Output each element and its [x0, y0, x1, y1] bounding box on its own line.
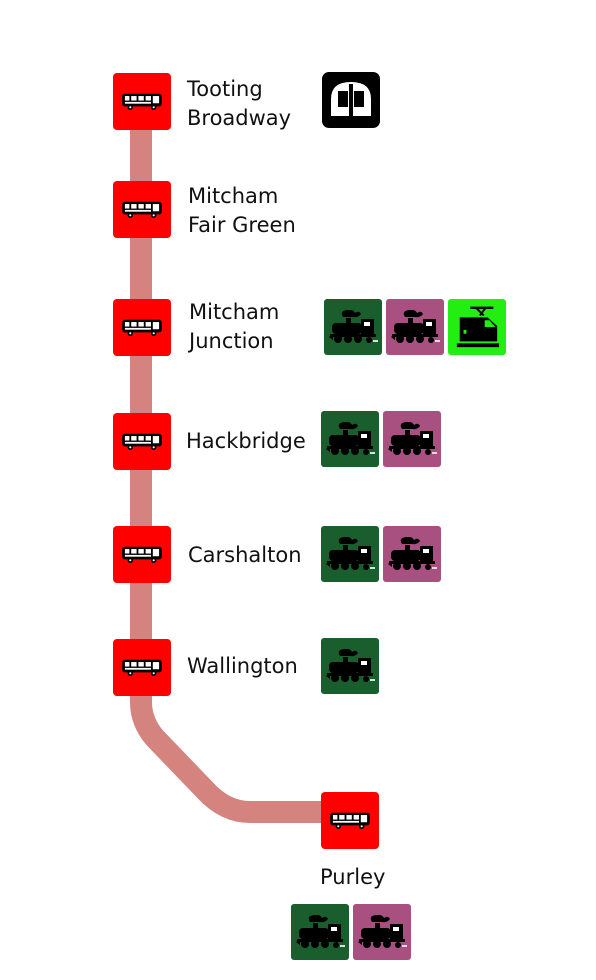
station-name-line1: Tooting: [187, 77, 263, 101]
national-rail-southern-icon: [321, 638, 379, 694]
bus-stop-marker-wallington[interactable]: [113, 639, 171, 696]
bus-stop-marker-carshalton[interactable]: [113, 526, 171, 583]
bus-stop-marker-purley[interactable]: [321, 792, 379, 849]
station-name-line2: Fair Green: [188, 213, 296, 237]
national-rail-southern-icon: [324, 299, 382, 355]
station-name-line1: Carshalton: [188, 543, 302, 567]
national-rail-southern-icon: [321, 411, 379, 467]
bus-stop-marker-mitcham-fair-green[interactable]: [113, 181, 171, 238]
station-label-carshalton: Carshalton: [188, 541, 302, 570]
national-rail-thameslink-icon: [386, 299, 444, 355]
national-rail-thameslink-icon: [383, 411, 441, 467]
bus-stop-marker-tooting-broadway[interactable]: [113, 73, 171, 130]
national-rail-thameslink-icon: [383, 526, 441, 582]
station-label-hackbridge: Hackbridge: [186, 427, 306, 456]
tube-door-gap: [349, 84, 353, 116]
underground-icon: [322, 72, 380, 128]
station-label-purley: Purley: [320, 863, 385, 892]
tube-window-right: [354, 91, 364, 107]
station-label-wallington: Wallington: [187, 652, 298, 681]
national-rail-thameslink-icon: [353, 904, 411, 960]
tube-window-left: [338, 91, 348, 107]
station-name-line1: Wallington: [187, 654, 298, 678]
national-rail-southern-icon: [321, 526, 379, 582]
national-rail-southern-icon: [291, 904, 349, 960]
bus-stop-marker-hackbridge[interactable]: [113, 413, 171, 470]
station-name-line1: Purley: [320, 865, 386, 889]
route-line: [130, 102, 350, 823]
station-name-line1: Mitcham: [188, 184, 279, 208]
tram-icon: [448, 299, 506, 355]
station-name-line1: Hackbridge: [186, 429, 306, 453]
station-name-line1: Mitcham: [189, 300, 280, 324]
station-name-line2: Broadway: [187, 106, 292, 130]
station-name-line2: Junction: [189, 329, 274, 353]
bus-stop-marker-mitcham-junction[interactable]: [113, 299, 171, 356]
